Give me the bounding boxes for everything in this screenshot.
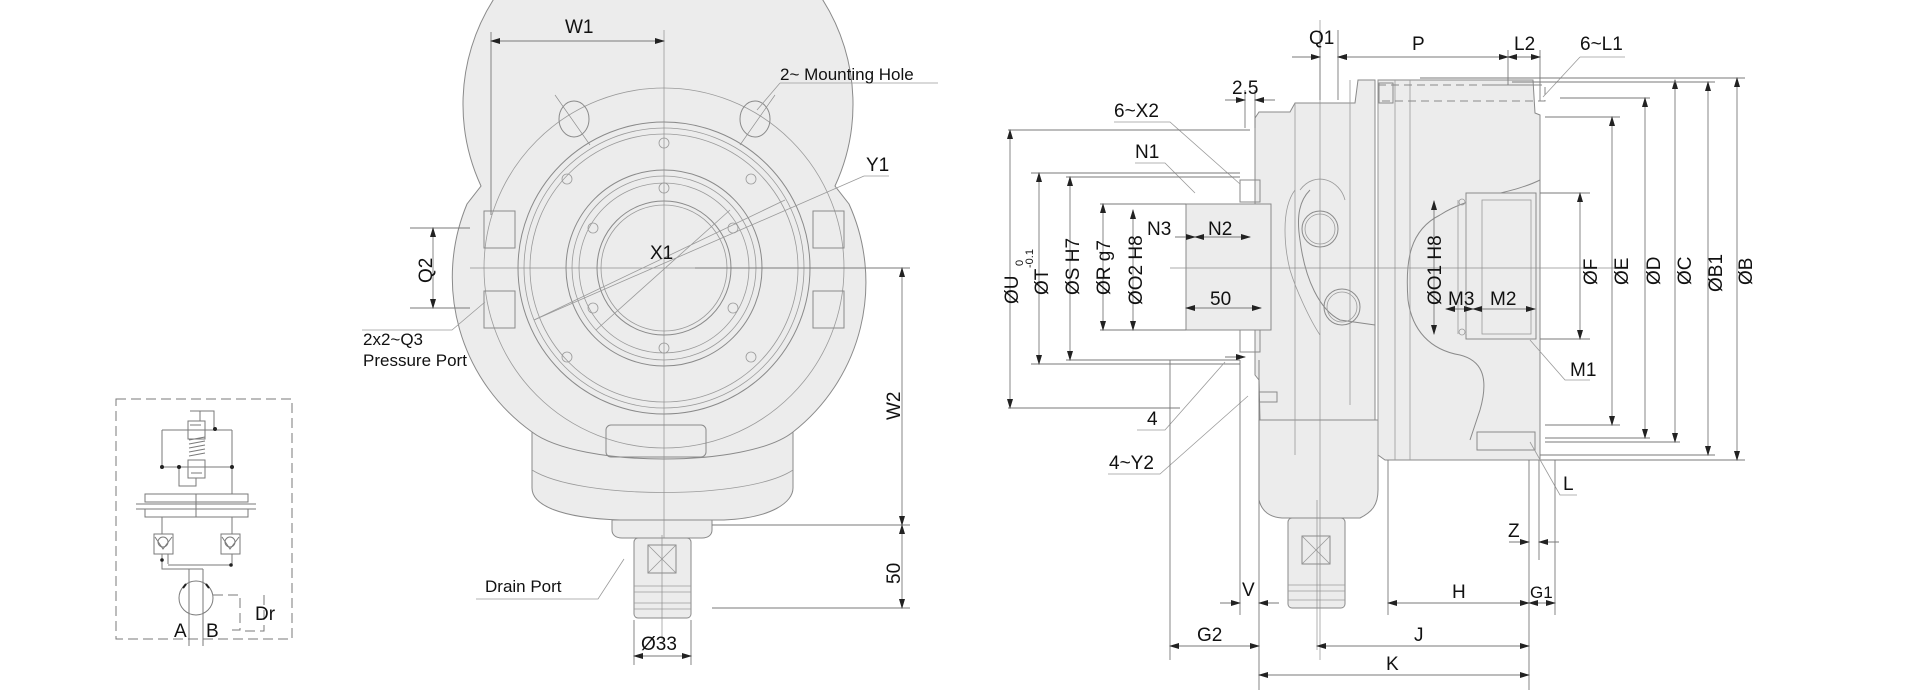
dim-dia-e: ØE	[1612, 258, 1633, 285]
dim-w1: W1	[565, 17, 594, 38]
input-bore	[1465, 192, 1537, 340]
port-dr-label: Dr	[255, 604, 276, 625]
dim-dia-b: ØB	[1736, 258, 1757, 285]
dim-m1: M1	[1570, 360, 1596, 381]
schematic-boundary	[115, 398, 293, 640]
dim-6-l1: 6~L1	[1580, 34, 1623, 55]
dim-6-x2: 6~X2	[1114, 101, 1159, 122]
rotary-union-icon	[136, 493, 256, 534]
pressure-port-size: 2x2~Q3	[363, 330, 423, 349]
check-valve-icon	[153, 533, 241, 646]
dim-z: Z	[1508, 521, 1520, 542]
dim-50-side: 50	[1210, 289, 1231, 310]
port-b-label: B	[206, 621, 219, 642]
side-view: Q1 P L2 6~L1 2.5 6~X2 N1 ØU 0 -0.1 ØT ØS…	[1002, 20, 1757, 690]
dim-dia-33: Ø33	[641, 634, 677, 655]
dim-j: J	[1414, 625, 1424, 646]
dim-dia-o2: ØO2 H8	[1126, 235, 1147, 305]
dim-w2: W2	[884, 392, 905, 421]
rotary-actuator-symbol-icon	[178, 580, 265, 632]
hydraulic-schematic: A B Dr	[115, 398, 293, 646]
drain-port-stem-side	[1287, 500, 1346, 650]
dim-dia-u: ØU	[1002, 276, 1023, 305]
actuator-body-side	[1254, 79, 1376, 461]
front-view: W1 2~ Mounting Hole Y1 X1 Q2 2x2~Q3 Pres…	[362, 0, 938, 665]
dim-dia-u-tol-upper: 0	[1014, 260, 1026, 266]
dim-v: V	[1242, 580, 1255, 601]
dim-p: P	[1412, 34, 1425, 55]
dim-dia-t: ØT	[1032, 268, 1053, 295]
dim-m3: M3	[1448, 289, 1474, 310]
dim-dia-d: ØD	[1644, 257, 1665, 286]
dim-x1: X1	[650, 243, 673, 264]
mounting-hole	[558, 100, 590, 138]
dim-l: L	[1563, 474, 1574, 495]
dim-y1: Y1	[866, 155, 889, 176]
relief-valve-icon	[160, 410, 234, 494]
dim-g2: G2	[1197, 625, 1222, 646]
dim-dia-b1: ØB1	[1706, 254, 1727, 292]
dim-k: K	[1386, 654, 1399, 675]
nameplate	[605, 424, 707, 458]
dim-m2: M2	[1490, 289, 1516, 310]
dim-dia-u-tol-lower: -0.1	[1024, 249, 1036, 268]
bolt-hole-circle	[561, 137, 757, 363]
dim-n3: N3	[1147, 219, 1171, 240]
dim-dia-s: ØS H7	[1063, 238, 1084, 295]
dim-dia-o1: ØO1 H8	[1425, 235, 1446, 305]
drain-port-stem	[633, 535, 692, 640]
dim-h: H	[1452, 582, 1466, 603]
mounting-hole	[739, 100, 771, 138]
dim-dia-r: ØR g7	[1094, 240, 1115, 295]
dim-q1: Q1	[1309, 28, 1334, 49]
dim-4: 4	[1147, 409, 1158, 430]
mounting-hole-label: 2~ Mounting Hole	[780, 65, 914, 84]
dim-dia-c: ØC	[1675, 257, 1696, 286]
drain-port-label: Drain Port	[485, 577, 562, 596]
port-a-label: A	[174, 621, 187, 642]
dim-g1: G1	[1530, 583, 1553, 602]
dim-2-5: 2.5	[1232, 78, 1258, 99]
dim-50-front: 50	[884, 563, 905, 584]
dim-q2: Q2	[416, 258, 437, 283]
dim-dia-f: ØF	[1581, 259, 1602, 285]
pressure-port-block	[483, 210, 845, 329]
dim-n2: N2	[1208, 219, 1232, 240]
dim-4-y2: 4~Y2	[1109, 453, 1154, 474]
pressure-port-label: Pressure Port	[363, 351, 467, 370]
dim-l2: L2	[1514, 34, 1535, 55]
dim-n1: N1	[1135, 142, 1159, 163]
